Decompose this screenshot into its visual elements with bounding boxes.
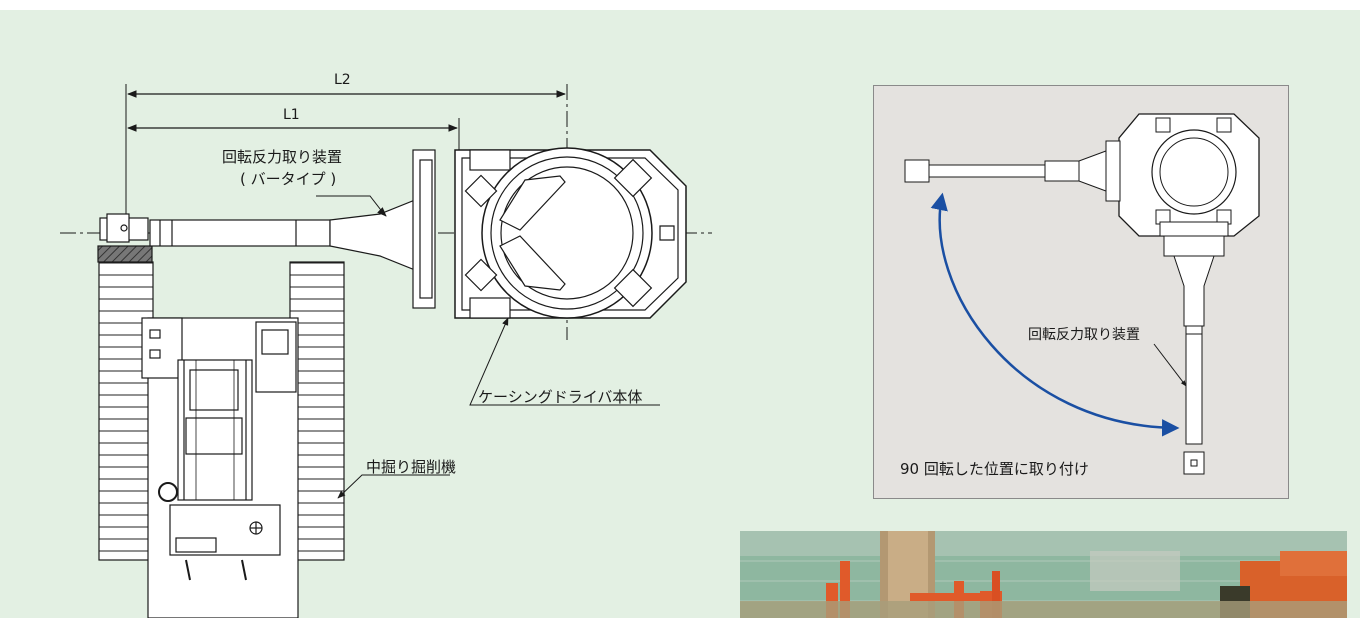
- casing-driver-drawing: [454, 147, 687, 319]
- inset-device-leader: [1153, 343, 1187, 387]
- reaction-bar-drawing: [99, 149, 436, 309]
- reaction-device-type-label: ( バータイプ ): [240, 170, 337, 188]
- excavator-leader: [337, 474, 450, 499]
- inset-drawing: [904, 113, 1260, 475]
- site-photo-drawing: [740, 531, 1347, 618]
- casing-driver-leader: [469, 317, 660, 406]
- rotation-arrow: [930, 192, 1180, 437]
- site-photo: [740, 531, 1347, 618]
- dimension-l1-label: L1: [283, 107, 300, 123]
- excavator-label: 中掘り掘削機: [366, 458, 457, 476]
- inset-caption: 90 回転した位置に取り付け: [900, 460, 1089, 478]
- reaction-device-label: 回転反力取り装置: [222, 148, 343, 166]
- casing-driver-label: ケーシングドライバ本体: [478, 388, 643, 406]
- excavator-drawing: [97, 245, 345, 618]
- dimension-l2-label: L2: [334, 72, 351, 88]
- inset-device-label: 回転反力取り装置: [1028, 327, 1140, 343]
- reaction-device-leader: [316, 195, 385, 215]
- rotation-inset: 回転反力取り装置 90 回転した位置に取り付け: [873, 85, 1289, 499]
